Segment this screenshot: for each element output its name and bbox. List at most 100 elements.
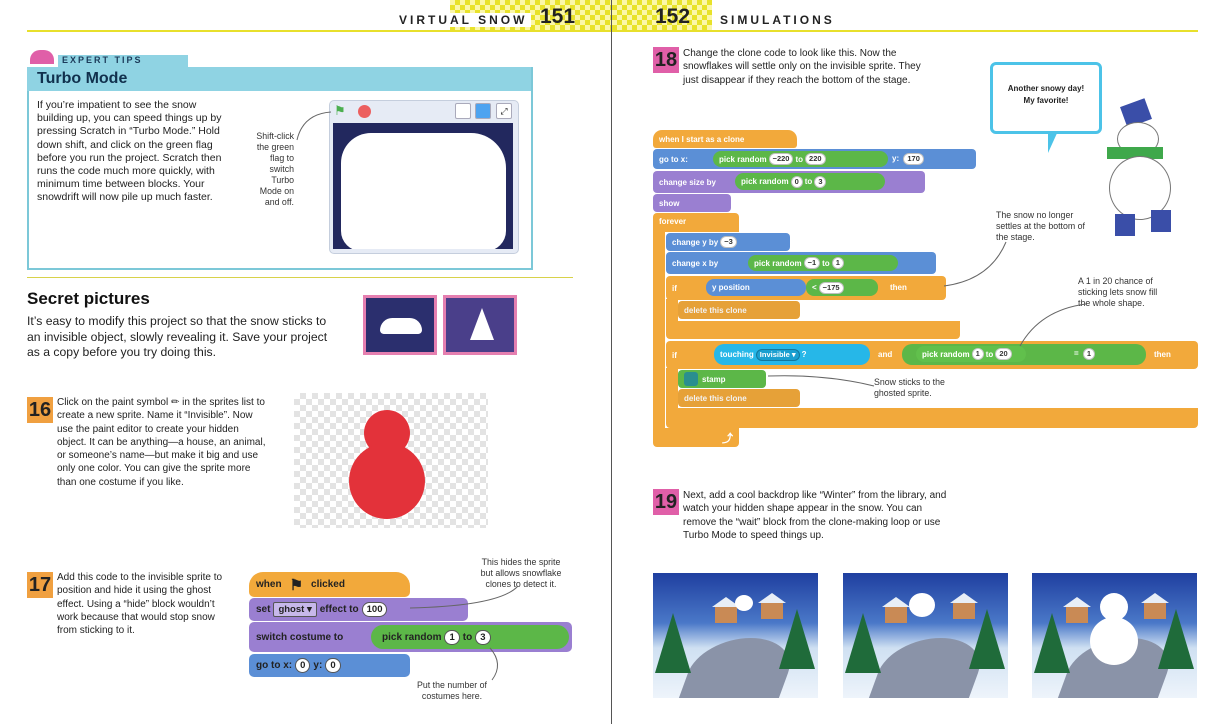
delete-clone-1-label: delete this clone — [684, 305, 747, 315]
snow-drift — [341, 133, 506, 249]
change-x-label: change x by — [672, 258, 719, 268]
speech-bubble — [990, 62, 1102, 134]
page-spine — [611, 0, 612, 724]
ghost-callout: This hides the sprite but allows snowfla… — [480, 557, 562, 589]
snowman-scarf — [1107, 147, 1163, 159]
forever-arm — [653, 231, 665, 431]
stop-icon[interactable] — [358, 105, 371, 118]
block-delete-clone-2[interactable]: delete this clone — [678, 389, 800, 407]
then2-label: then — [1154, 350, 1171, 359]
invisible-sprite-canvas — [294, 393, 488, 528]
delete-clone-2-label: delete this clone — [684, 393, 747, 403]
random-to[interactable]: 3 — [475, 629, 491, 645]
chance-to[interactable]: 20 — [995, 348, 1012, 360]
cx-random-from[interactable]: −1 — [803, 257, 821, 269]
y-label: y: — [313, 660, 323, 671]
green-flag-icon[interactable]: ⚑ — [334, 103, 346, 118]
x-random-to[interactable]: 220 — [805, 153, 826, 165]
clone-hat-label: when I start as a clone — [659, 134, 745, 144]
block-pick-random-x[interactable]: pick random −220 to 220 — [713, 151, 888, 167]
block-less-than[interactable]: < −175 — [806, 279, 878, 296]
effect-value[interactable]: 100 — [361, 602, 388, 617]
winter-scene-3 — [1032, 573, 1197, 698]
costumes-callout: Put the number of costumes here. — [417, 680, 487, 701]
goto-y-value[interactable]: 170 — [903, 153, 924, 165]
speech-text: Another snowy day! My favorite! — [1007, 84, 1085, 105]
winter-scene-2 — [843, 573, 1008, 698]
if1-bottom — [666, 321, 960, 339]
block-set-effect[interactable]: set ghost ▾ effect to 100 — [249, 598, 468, 621]
stick-callout: Snow sticks to the ghosted sprite. — [874, 377, 945, 398]
chance-from[interactable]: 1 — [971, 348, 984, 360]
pick-random-x-label: pick random — [719, 154, 767, 164]
expert-tips-text: If you’re impatient to see the snow buil… — [37, 99, 222, 204]
step-18-text: Change the clone code to look like this.… — [683, 48, 921, 86]
x-value[interactable]: 0 — [295, 658, 311, 673]
stage-canvas — [333, 123, 513, 249]
header-pattern-right — [612, 0, 712, 30]
snowman-boot-right — [1151, 210, 1171, 232]
turbo-callout: Shift-click the green flag to switch Tur… — [256, 131, 294, 207]
block-go-to-xy[interactable]: go to x: 0 y: 0 — [249, 654, 410, 677]
pick-random-label: pick random — [382, 631, 442, 643]
if2-label: if — [672, 350, 677, 360]
forever-bottom — [653, 428, 739, 447]
y-position-label: y position — [712, 283, 750, 292]
step-16-text: Click on the paint symbol ✏ in the sprit… — [57, 397, 266, 488]
preview-tree-image — [443, 295, 517, 355]
chance-callout-line — [1019, 303, 1087, 347]
change-y-value[interactable]: −3 — [720, 236, 737, 248]
show-label: show — [659, 198, 680, 208]
and-label: and — [878, 350, 893, 359]
settle-callout-line — [943, 241, 1007, 287]
size-random-from[interactable]: 0 — [790, 175, 803, 188]
block-show[interactable]: show — [653, 194, 731, 212]
clicked-label: clicked — [311, 579, 345, 590]
touching-label: touching — [720, 350, 754, 359]
invisible-dropdown[interactable]: Invisible ▾ — [755, 348, 800, 361]
section-divider — [27, 277, 573, 278]
size-random-to[interactable]: 3 — [814, 175, 827, 188]
expert-tips-title-bar — [27, 67, 531, 91]
lt-value[interactable]: −175 — [818, 281, 844, 294]
set-label: set — [256, 604, 271, 615]
lt-label: < — [812, 283, 817, 292]
x-random-from[interactable]: −220 — [768, 153, 794, 165]
random-from[interactable]: 1 — [444, 629, 460, 645]
y-value[interactable]: 0 — [325, 658, 341, 673]
block-pick-random-costume[interactable]: pick random 1 to 3 — [371, 625, 569, 649]
small-stage-icon[interactable] — [455, 103, 471, 119]
normal-stage-icon[interactable] — [475, 103, 491, 119]
flag-icon: ⚑ — [289, 576, 304, 594]
pen-icon — [684, 372, 698, 386]
expert-tips-icon — [30, 50, 54, 64]
snow-pile-1 — [735, 595, 753, 611]
stick-callout-line — [767, 375, 875, 387]
block-forever[interactable] — [653, 213, 739, 232]
equals-value[interactable]: 1 — [1082, 348, 1096, 360]
page-number-left: 151 — [540, 5, 576, 28]
block-pick-random-size[interactable]: pick random 0 to 3 — [735, 173, 885, 190]
chance-callout: A 1 in 20 chance of sticking lets snow f… — [1078, 276, 1158, 308]
block-pick-random-change-x[interactable]: pick random −1 to 1 — [748, 255, 898, 271]
snowman-boot-left — [1115, 214, 1135, 236]
block-delete-clone-1[interactable]: delete this clone — [678, 301, 800, 319]
block-when-flag-clicked[interactable]: when ⚑ clicked — [249, 572, 410, 597]
fullscreen-icon[interactable]: ⤢ — [496, 103, 512, 119]
block-stamp[interactable]: stamp — [678, 370, 766, 388]
block-touching[interactable]: touching Invisible ▾ ? — [714, 344, 870, 365]
block-pick-random-chance[interactable]: pick random 1 to 20 — [916, 346, 1026, 362]
ghost-dropdown[interactable]: ghost ▾ — [273, 602, 317, 617]
switch-costume-label: switch costume to — [256, 631, 344, 643]
cx-random-to[interactable]: 1 — [831, 257, 844, 269]
change-y-label: change y by — [672, 237, 719, 247]
step-19-badge: 19 — [653, 489, 679, 515]
block-change-y[interactable]: change y by −3 — [666, 233, 790, 251]
equals-group: = 1 — [1074, 348, 1097, 360]
step-19-text: Next, add a cool backdrop like “Winter” … — [683, 490, 947, 541]
block-y-position[interactable]: y position — [706, 279, 806, 296]
sprite-body — [349, 443, 425, 519]
block-when-i-start-as-clone[interactable]: when I start as a clone — [653, 130, 797, 148]
preview-car-image — [363, 295, 437, 355]
equals-label: = — [1074, 349, 1079, 358]
